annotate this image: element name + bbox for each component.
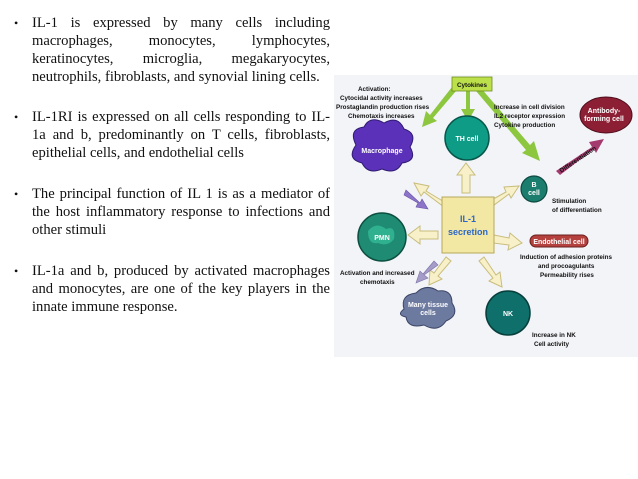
differentiation-arrow bbox=[556, 139, 604, 175]
antibody-forming-cell bbox=[579, 96, 633, 134]
svg-text:Cytocidal activity increases: Cytocidal activity increases bbox=[340, 95, 423, 102]
cytokine-arrow-down bbox=[461, 89, 475, 121]
arrow-to-pmn bbox=[407, 225, 439, 245]
svg-text:Stimulation: Stimulation bbox=[552, 198, 586, 205]
svg-text:Chemotaxis increases: Chemotaxis increases bbox=[348, 113, 415, 120]
tissue-label-line1: Many tissue bbox=[408, 302, 448, 309]
cytokine-arrow-left bbox=[422, 87, 456, 127]
svg-text:and procoagulants: and procoagulants bbox=[538, 263, 595, 270]
center-label-line1: IL-1 bbox=[460, 214, 476, 224]
pmn-nucleus bbox=[368, 225, 395, 245]
endothelial-effect-labels: Induction of adhesion proteins and proco… bbox=[520, 254, 613, 279]
macrophage-arrow bbox=[403, 189, 429, 210]
svg-text:Cytokine production: Cytokine production bbox=[494, 122, 555, 129]
macrophage-cell bbox=[351, 119, 414, 172]
nk-effect-labels: Increase in NK Cell activity bbox=[532, 332, 576, 348]
b-cell-label-line1: B bbox=[531, 182, 536, 189]
pmn-effect-labels: Activation and increased chemotaxis bbox=[340, 270, 415, 286]
svg-text:Activation and increased: Activation and increased bbox=[340, 270, 415, 277]
bullet-list: •IL-1 is expressed by many cells includi… bbox=[14, 14, 330, 338]
b-effect-labels: Stimulation of differentiation bbox=[552, 198, 602, 214]
svg-text:Permeability rises: Permeability rises bbox=[540, 272, 594, 279]
bullet-dot: • bbox=[14, 264, 19, 278]
endothelial-label: Endothelial cell bbox=[533, 239, 584, 246]
tissue-label-line2: cells bbox=[420, 310, 436, 317]
bullet-item: •The principal function of IL 1 is as a … bbox=[14, 186, 330, 238]
bullet-dot: • bbox=[14, 187, 19, 201]
svg-text:Activation:: Activation: bbox=[358, 86, 391, 93]
svg-text:chemotaxis: chemotaxis bbox=[360, 279, 395, 286]
endothelial-cell bbox=[529, 234, 589, 248]
center-label-line2: secretion bbox=[448, 227, 488, 237]
antibody-label-line1: Antibody- bbox=[588, 108, 621, 115]
arrow-to-nk bbox=[478, 256, 503, 288]
differentiation-label: Differentiation bbox=[559, 145, 598, 175]
tissue-arrow bbox=[415, 260, 439, 284]
il1-diagram-svg: Cytokines Macrophage TH cell Antibody- f… bbox=[336, 76, 633, 348]
antibody-label-line2: forming cell bbox=[584, 116, 624, 123]
arrow-to-endothelial bbox=[492, 232, 523, 251]
svg-text:Increase in cell division: Increase in cell division bbox=[494, 104, 565, 111]
bullet-item: •IL-1RI is expressed on all cells respon… bbox=[14, 109, 330, 161]
many-tissue-cells bbox=[400, 287, 456, 329]
nk-label: NK bbox=[503, 311, 513, 318]
bullet-dot: • bbox=[14, 16, 19, 30]
nk-cell bbox=[485, 290, 531, 336]
svg-text:IL2 receptor expression: IL2 receptor expression bbox=[494, 113, 565, 120]
b-cell-label-line2: cell bbox=[528, 190, 540, 197]
svg-text:Cell activity: Cell activity bbox=[534, 341, 569, 348]
svg-text:Induction of adhesion proteins: Induction of adhesion proteins bbox=[520, 254, 613, 261]
b-cell bbox=[520, 175, 548, 203]
cytokines-label: Cytokines bbox=[457, 82, 488, 89]
th-effect-labels: Increase in cell division IL2 receptor e… bbox=[494, 104, 565, 129]
th-cell-label: TH cell bbox=[456, 136, 479, 143]
th-cell bbox=[444, 115, 490, 161]
macrophage-label: Macrophage bbox=[361, 148, 402, 155]
arrow-to-macrophage bbox=[413, 182, 447, 208]
activation-labels: Activation: Cytocidal activity increases… bbox=[336, 86, 430, 120]
arrow-to-tissue bbox=[428, 256, 452, 286]
svg-text:Prostaglandin production rises: Prostaglandin production rises bbox=[336, 104, 430, 111]
svg-text:of differentiation: of differentiation bbox=[552, 207, 602, 214]
pmn-label: PMN bbox=[374, 235, 390, 242]
il1-diagram: Cytokines Macrophage TH cell Antibody- f… bbox=[334, 75, 638, 357]
center-arrows bbox=[407, 162, 523, 288]
bullet-item: •IL-1 is expressed by many cells includi… bbox=[14, 15, 330, 85]
bullet-dot: • bbox=[14, 110, 19, 124]
arrow-to-th bbox=[456, 162, 476, 194]
svg-text:Increase in NK: Increase in NK bbox=[532, 332, 576, 339]
il1-secretion-box bbox=[441, 196, 495, 254]
cytokines-box bbox=[451, 76, 493, 92]
cytokine-arrow-right bbox=[476, 87, 540, 161]
bullet-item: •IL-1a and b, produced by activated macr… bbox=[14, 263, 330, 315]
